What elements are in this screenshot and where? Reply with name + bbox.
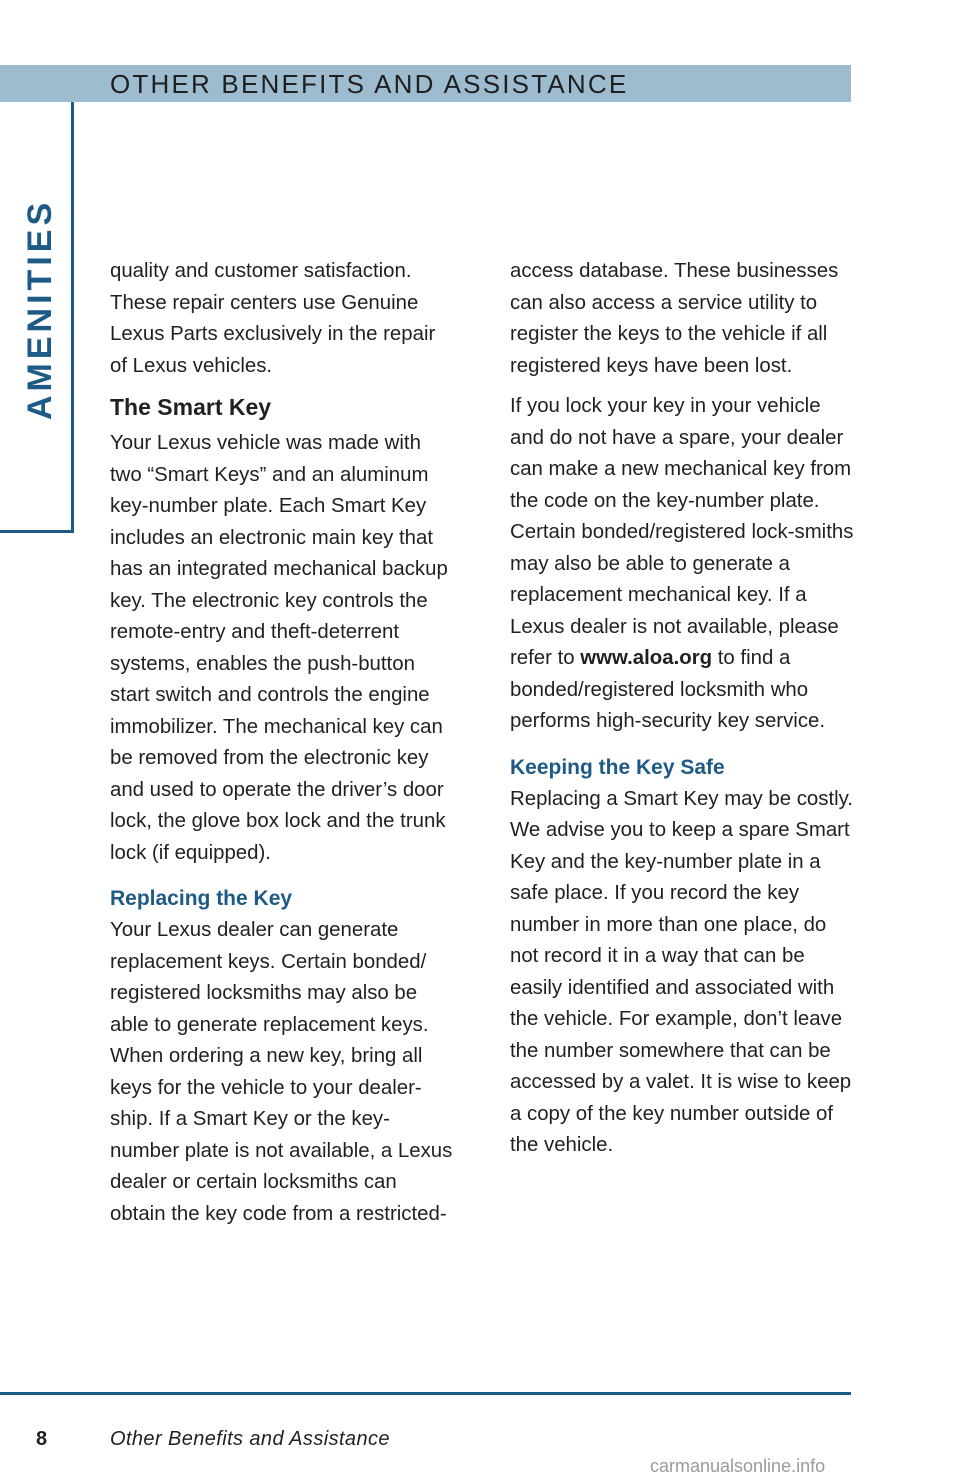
left-column: quality and customer satisfaction. These… xyxy=(110,256,455,1239)
smart-key-heading: The Smart Key xyxy=(110,394,272,420)
replacing-key-heading: Replacing the Key xyxy=(110,887,293,910)
intro-paragraph: quality and customer satisfaction. These… xyxy=(110,260,436,377)
key-safe-paragraph: Replacing a Smart Key may be costly. We … xyxy=(510,787,854,1157)
right-column: access database. These businesses can al… xyxy=(510,256,855,1171)
section-title: OTHER BENEFITS AND ASSISTANCE xyxy=(110,69,629,99)
page-number: 8 xyxy=(36,1428,48,1450)
header-bar xyxy=(0,65,851,102)
side-tab-label: AMENITIES xyxy=(21,198,59,420)
watermark: carmanualsonline.info xyxy=(650,1456,826,1476)
footer-title: Other Benefits and Assistance xyxy=(110,1428,390,1450)
replacing-key-paragraph: Your Lexus dealer can generate replaceme… xyxy=(110,919,453,1225)
lock-in-paragraph: If you lock your key in your vehicle and… xyxy=(510,391,855,738)
footer-divider xyxy=(0,1392,851,1395)
smart-key-paragraph: Your Lexus vehicle was made with two “Sm… xyxy=(110,432,448,864)
lock-in-text-before: If you lock your key in your vehicle and… xyxy=(510,395,854,669)
key-safe-heading: Keeping the Key Safe xyxy=(510,755,725,779)
lock-in-text-after: to find a bonded/registered locksmith wh… xyxy=(510,647,826,732)
continuation-paragraph: access database. These businesses can al… xyxy=(510,260,839,377)
side-tab-border xyxy=(0,102,74,533)
aloa-link[interactable]: www.aloa.org xyxy=(580,647,713,669)
